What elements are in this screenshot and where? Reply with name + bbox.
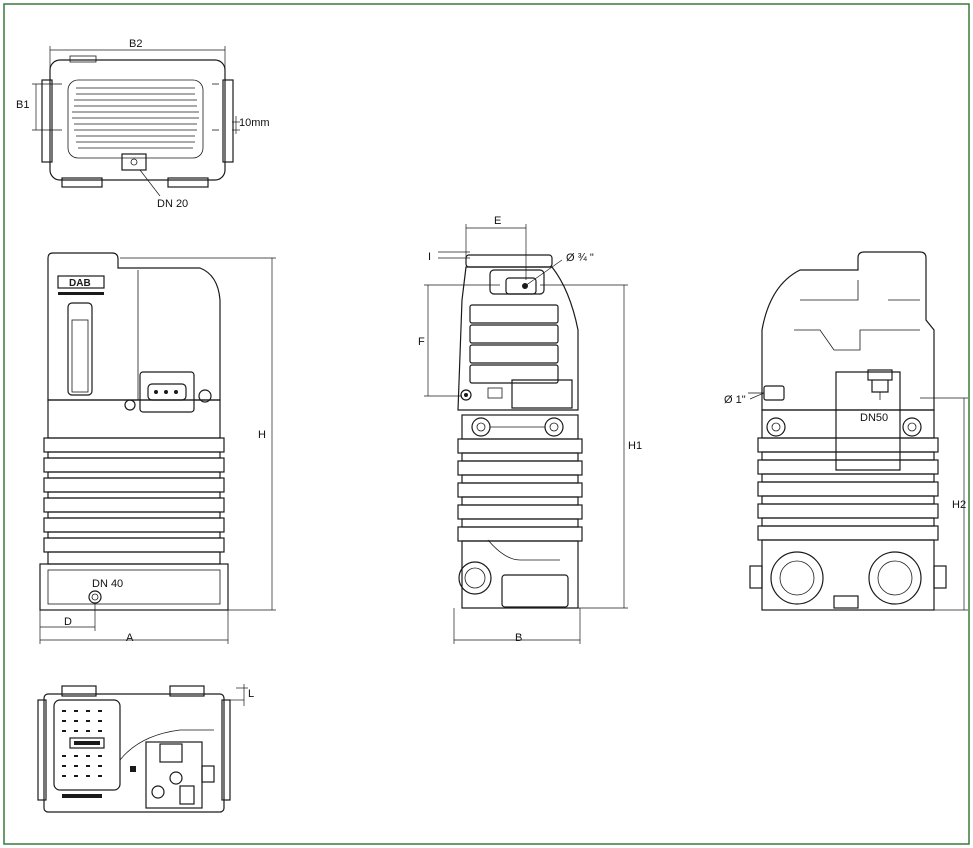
label-d: D — [64, 616, 72, 628]
label-dn20: DN 20 — [157, 198, 188, 210]
label-phi1: Ø 1" — [724, 394, 746, 406]
label-b2: B2 — [129, 38, 142, 50]
brand-logo: DAB — [69, 278, 91, 289]
top-view — [32, 46, 240, 197]
label-i: I — [428, 251, 431, 263]
label-h: H — [258, 429, 266, 441]
label-e: E — [494, 215, 501, 227]
bottom-view — [37, 684, 248, 813]
front-view: DAB — [39, 252, 276, 644]
side-view — [424, 224, 628, 644]
label-10mm: 10mm — [239, 117, 270, 129]
label-l: L — [248, 688, 254, 700]
label-b1: B1 — [16, 99, 29, 111]
label-b: B — [515, 632, 522, 644]
rear-view — [748, 251, 968, 611]
label-h1: H1 — [628, 440, 642, 452]
label-dn40: DN 40 — [92, 578, 123, 590]
label-dn50: DN50 — [860, 412, 888, 424]
label-f: F — [418, 336, 425, 348]
label-a: A — [126, 632, 134, 644]
sheet-frame — [3, 3, 970, 845]
label-phi34: Ø ¾ " — [566, 252, 594, 264]
label-h2: H2 — [952, 499, 966, 511]
